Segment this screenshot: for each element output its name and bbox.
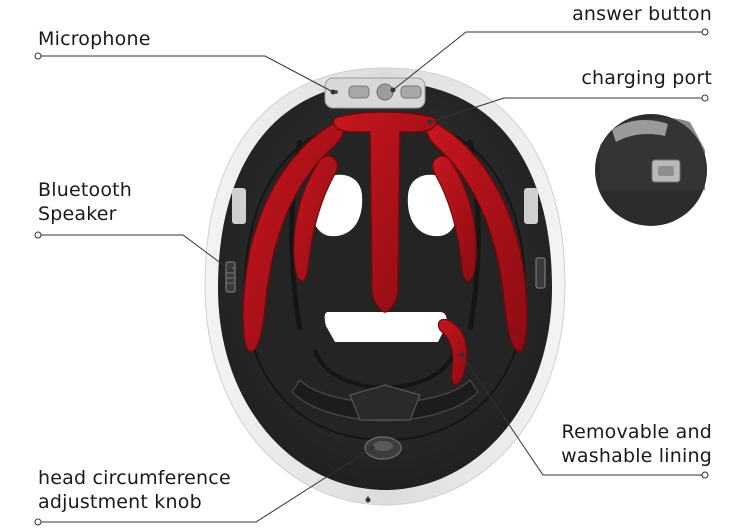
knob-label-line1: head circumference — [38, 467, 231, 489]
charging-port-label: charging port — [581, 67, 712, 89]
vent-rear — [324, 312, 447, 342]
lining-pad-lower-right — [437, 318, 468, 386]
lining-pad-right-inner — [432, 155, 477, 282]
leader-lines — [38, 31, 705, 523]
knob-label-line2: adjustment knob — [38, 491, 202, 513]
lining-pad-center — [332, 111, 438, 313]
answer-button-label: answer button — [572, 3, 712, 25]
answer-button-icon — [376, 83, 394, 101]
bluetooth-speaker-label-line2: Speaker — [38, 203, 117, 225]
bluetooth-speaker-label-line1: Bluetooth — [38, 179, 133, 201]
microphone-label: Microphone — [38, 28, 151, 50]
volume-up-button-icon — [348, 85, 370, 99]
lining-pad-left-inner — [293, 155, 338, 282]
volume-down-button-icon — [400, 85, 422, 99]
lining-label-line2: washable lining — [561, 445, 712, 467]
speaker-left-icon — [225, 261, 236, 293]
speaker-right-icon — [535, 257, 546, 289]
lining-label-line1: Removable and — [561, 421, 712, 443]
lining-pad-left — [242, 119, 346, 352]
control-module — [324, 77, 426, 109]
lining-pad-right — [424, 119, 528, 352]
